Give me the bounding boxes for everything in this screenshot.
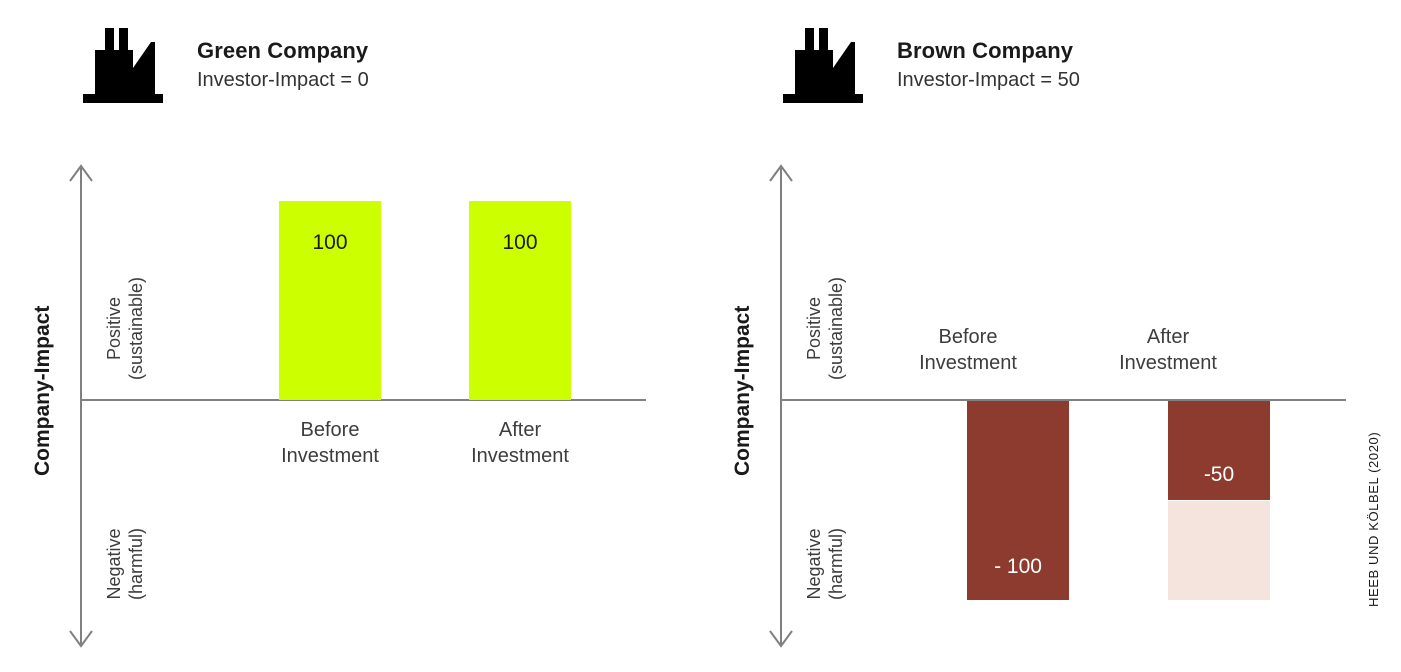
brown-axis-negative-line1: Negative (804, 528, 824, 600)
green-investor-impact: Investor-Impact = 0 (197, 68, 369, 91)
panel-green-company: Green Company Investor-Impact = 0 Compan… (0, 0, 700, 672)
green-bar-after[interactable]: 100 (469, 201, 571, 400)
green-axis-positive-caption: Positive (sustainable) (104, 277, 148, 380)
green-category-before-line1: Before (300, 419, 360, 441)
green-bar-after-value: 100 (502, 231, 538, 254)
green-axis-negative-line2: (harmful) (125, 527, 146, 600)
brown-category-after-line1: After (1146, 326, 1190, 348)
green-category-after: After Investment (439, 418, 601, 469)
brown-bar-after-segment-actual (1168, 401, 1270, 500)
green-category-after-line1: After (498, 419, 542, 441)
green-bar-before[interactable]: 100 (279, 201, 381, 400)
brown-category-before: Before Investment (887, 325, 1049, 376)
brown-chart-plot: Company-Impact Positive (sustainable) Ne… (700, 0, 1400, 672)
brown-category-before-line1: Before (938, 326, 998, 348)
brown-bar-before-value: - 100 (994, 555, 1042, 578)
brown-bar-before-segment (967, 401, 1069, 600)
green-category-after-line2: Investment (471, 444, 569, 467)
brown-company-header: Brown Company Investor-Impact = 50 (775, 22, 1080, 106)
brown-category-before-line2: Investment (919, 351, 1017, 374)
green-axis-positive-line2: (sustainable) (125, 276, 146, 380)
green-category-before-line2: Investment (281, 444, 379, 467)
green-company-header: Green Company Investor-Impact = 0 (75, 22, 369, 106)
green-chart-plot: Company-Impact Positive (sustainable) Ne… (0, 0, 700, 672)
brown-axis-title: Company-Impact (731, 305, 754, 476)
factory-icon (83, 28, 163, 103)
brown-bar-after[interactable]: -50 (1168, 401, 1270, 600)
green-category-before: Before Investment (249, 418, 411, 469)
panel-brown-company: Brown Company Investor-Impact = 50 Compa… (700, 0, 1400, 672)
green-axis-lines (69, 164, 646, 648)
factory-icon (783, 28, 863, 103)
brown-company-header-text: Brown Company Investor-Impact = 50 (897, 22, 1080, 93)
brown-bar-before[interactable]: - 100 (967, 401, 1069, 600)
brown-axis-negative-line2: (harmful) (825, 527, 846, 600)
brown-bar-after-value: -50 (1203, 463, 1235, 486)
green-bar-before-segment (279, 201, 381, 400)
green-axis-title: Company-Impact (31, 305, 54, 476)
brown-axis-positive-line2: (sustainable) (825, 276, 846, 380)
green-axis-negative-line1: Negative (104, 528, 124, 600)
brown-axis-positive-caption: Positive (sustainable) (804, 277, 848, 380)
brown-axis-lines (769, 164, 1346, 648)
green-company-name: Green Company (197, 38, 369, 63)
brown-axis-positive-line1: Positive (804, 296, 824, 360)
green-bar-after-segment (469, 201, 571, 400)
brown-investor-impact: Investor-Impact = 50 (897, 68, 1080, 91)
brown-bar-after-segment-avoided (1168, 501, 1270, 600)
brown-category-after: After Investment (1087, 325, 1249, 376)
brown-axis-negative-caption: Negative (harmful) (804, 528, 848, 600)
brown-company-name: Brown Company (897, 38, 1074, 63)
green-company-header-text: Green Company Investor-Impact = 0 (197, 22, 369, 93)
green-bar-before-value: 100 (312, 231, 348, 254)
brown-category-after-line2: Investment (1119, 351, 1217, 374)
green-axis-positive-line1: Positive (104, 296, 124, 360)
green-axis-negative-caption: Negative (harmful) (104, 528, 148, 600)
source-attribution: HEEB UND KÖLBEL (2020) (1366, 431, 1381, 607)
